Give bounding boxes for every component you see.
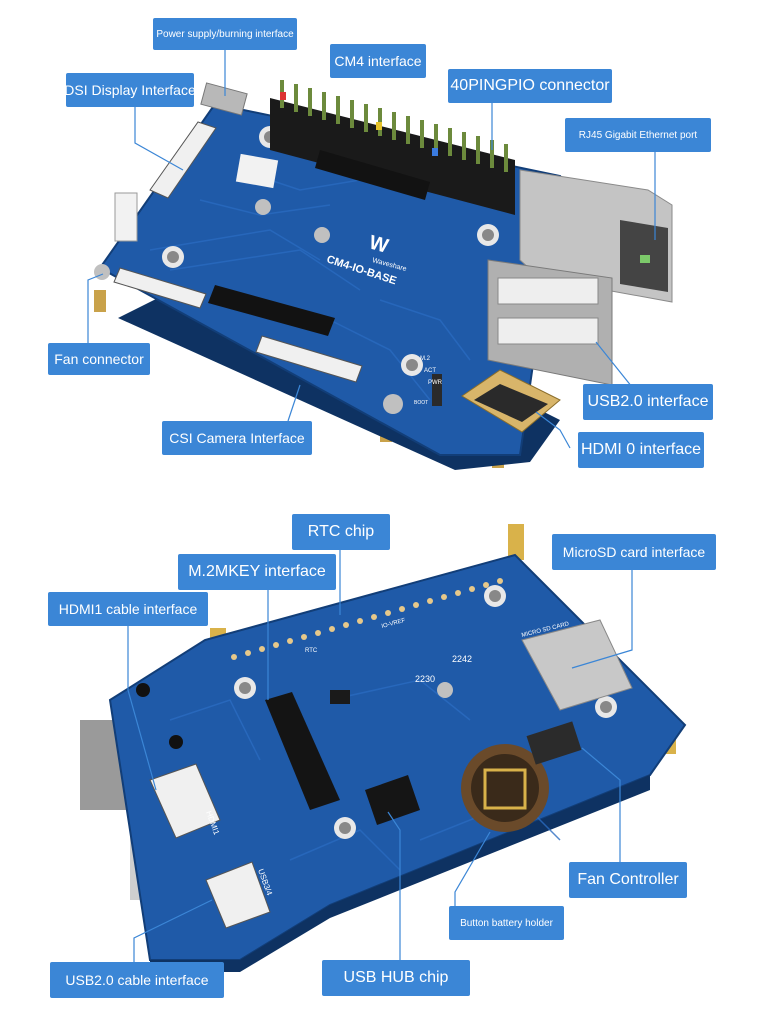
gpio-header (270, 80, 515, 215)
bottom-board: 2242 2230 MICRO SD CARD HDMI1 USB3/4 RTC… (80, 524, 687, 972)
cm4-connector-1 (315, 150, 430, 200)
label-fan-connector: Fan connector (48, 343, 150, 375)
battery-holder (461, 744, 549, 832)
cm4-connector-2 (208, 285, 335, 336)
label-battery-holder: Button battery holder (449, 906, 564, 940)
rj45-port (519, 169, 673, 303)
label-hdmi1-cable: HDMI1 cable interface (48, 592, 208, 626)
usb-hub-chip (365, 775, 420, 825)
led-label-pwr: PWR (428, 380, 443, 386)
usb-c-port (200, 82, 248, 116)
label-rtc-chip: RTC chip (292, 514, 390, 550)
m2-2230-label: 2230 (415, 674, 435, 684)
m2-slot (265, 692, 340, 810)
label-usb2-interface: USB2.0 interface (583, 384, 713, 420)
rtc-silk: RTC (305, 648, 318, 654)
label-usb-hub-chip: USB HUB chip (322, 960, 470, 996)
label-gpio-connector: 40PINGPIO connector (448, 69, 612, 103)
csi-connector-2 (255, 335, 363, 383)
label-fan-controller: Fan Controller (569, 862, 687, 898)
leader-lines (87, 48, 656, 966)
label-csi-interface: CSI Camera Interface (162, 421, 312, 455)
label-hdmi0-interface: HDMI 0 interface (578, 432, 704, 468)
label-dsi-interface: DSI Display Interface (64, 73, 196, 107)
hdmi1-fpc (149, 763, 221, 839)
fan-controller-chip (526, 721, 582, 765)
label-microsd-interface: MicroSD card interface (552, 534, 716, 570)
top-board: W Waveshare CM4-IO-BASE M.2 ACT PWR BOOT (94, 80, 673, 470)
label-power-supply: Power supply/burning interface (153, 18, 297, 50)
led-label-act: ACT (424, 368, 436, 374)
led-label-m2: M.2 (420, 356, 431, 362)
hdmi0-port (461, 369, 561, 433)
label-rj45-port: RJ45 Gigabit Ethernet port (565, 118, 711, 152)
microsd-slot (521, 619, 633, 711)
boot-label: BOOT (414, 400, 428, 406)
fan-header (114, 192, 138, 242)
dsi-connector (149, 121, 217, 199)
rtc-chip (330, 690, 350, 704)
usb-stack (487, 259, 613, 386)
boot-switch (432, 374, 442, 406)
label-usb2-cable: USB2.0 cable interface (50, 962, 224, 998)
label-m2-interface: M.2MKEY interface (178, 554, 336, 590)
m2-2242-label: 2242 (452, 654, 472, 664)
label-cm4-interface: CM4 interface (330, 44, 426, 78)
usb-fpc (205, 861, 271, 929)
csi-connector-1 (113, 267, 207, 309)
